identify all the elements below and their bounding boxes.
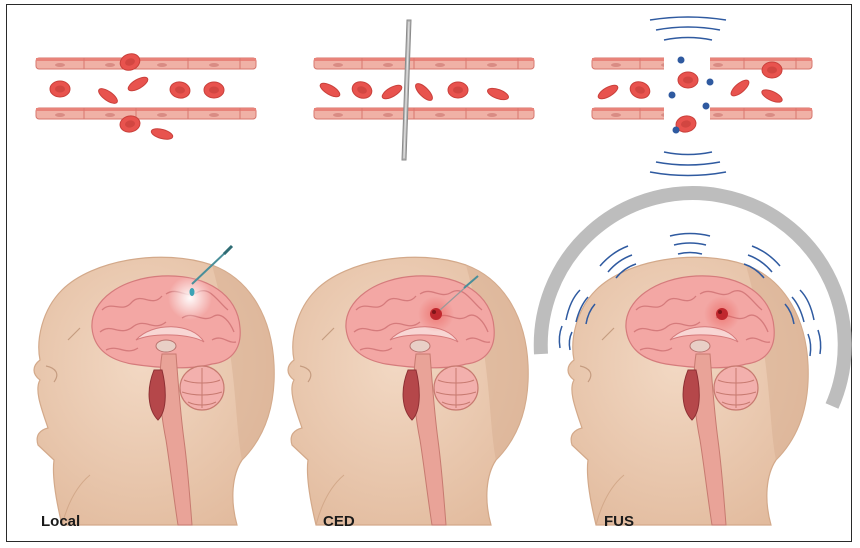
head-local — [34, 246, 274, 525]
panel-label-ced: CED — [323, 513, 355, 530]
vessel-fus — [592, 17, 812, 176]
panel-label-fus: FUS — [604, 513, 634, 530]
vessel-ced — [314, 20, 534, 160]
head-ced — [288, 257, 528, 525]
tumor-icon — [716, 308, 728, 320]
vessel-local — [36, 51, 256, 141]
needle-icon — [402, 20, 411, 160]
panel-label-local: Local — [41, 513, 80, 530]
head-fus — [568, 257, 808, 525]
